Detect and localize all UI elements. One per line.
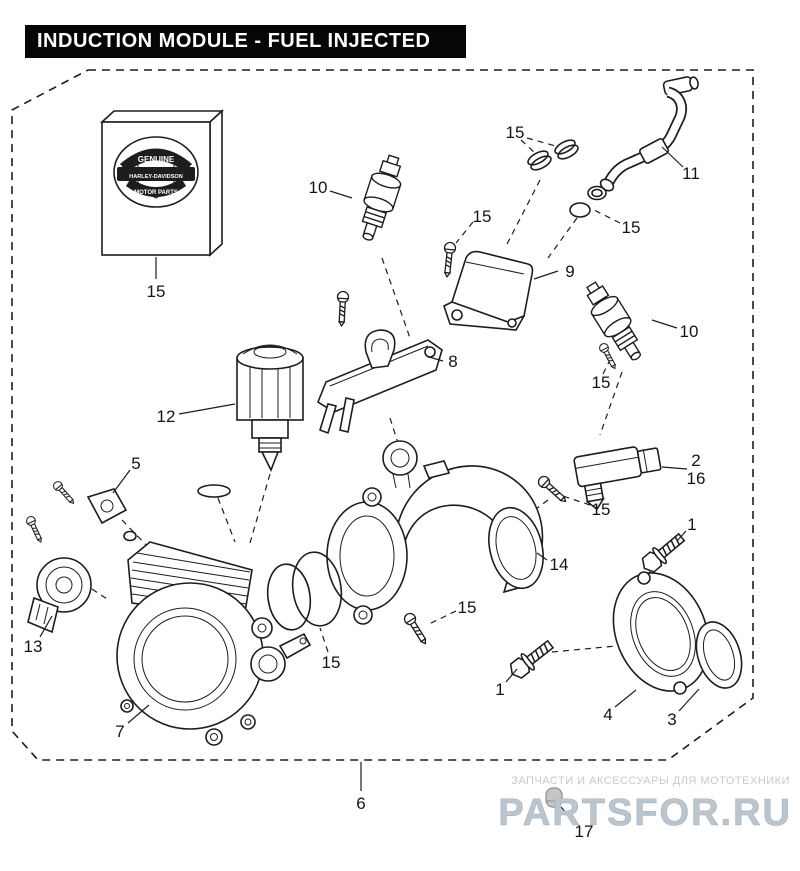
- manifold-orings: [266, 551, 343, 631]
- mounting-flange: [612, 571, 710, 695]
- callout-5: 5: [131, 454, 140, 473]
- callout-9: 9: [565, 262, 574, 281]
- callout-15-injector: 15: [592, 373, 611, 392]
- callout-15-screw9: 15: [473, 207, 492, 226]
- page-title: INDUCTION MODULE - FUEL INJECTED: [25, 25, 466, 58]
- watermark-line2: PARTSFOR.RU: [498, 792, 792, 834]
- retainer-clips: [527, 139, 579, 171]
- cover-screw: [440, 241, 457, 279]
- hose-seals: [569, 185, 607, 218]
- injector-screw: [597, 341, 620, 372]
- callout-10-right: 10: [680, 322, 699, 341]
- fuel-injector-right: [577, 276, 651, 368]
- callout-15-map: 15: [592, 500, 611, 519]
- callout-13: 13: [24, 637, 43, 656]
- logo-motor-parts-text: MOTOR PARTS: [134, 190, 178, 196]
- fuel-injector-top: [352, 151, 409, 245]
- callout-12: 12: [157, 407, 176, 426]
- callout-15-clips: 15: [506, 123, 525, 142]
- watermark: ЗАПЧАСТИ И АКСЕССУАРЫ ДЛЯ МОТОТЕХНИКИ PA…: [498, 775, 792, 834]
- callout-4: 4: [603, 705, 612, 724]
- fuel-hose: [599, 76, 699, 192]
- leader-lines: [39, 146, 700, 824]
- callout-10-top: 10: [309, 178, 328, 197]
- callout-6: 6: [356, 794, 365, 813]
- callout-1-right: 1: [687, 515, 696, 534]
- intake-manifold: [326, 440, 544, 625]
- callout-1-left: 1: [495, 680, 504, 699]
- callout-15-oring: 15: [622, 218, 641, 237]
- tps-sensor: [27, 557, 92, 634]
- logo-brand-text: HARLEY-DAVIDSON: [129, 174, 183, 180]
- mid-screw: [401, 610, 431, 648]
- map-screw: [535, 473, 570, 507]
- callout-14: 14: [550, 555, 569, 574]
- callout-8: 8: [448, 352, 457, 371]
- module-dashed-border: [11, 69, 754, 761]
- injector-bracket: [317, 329, 443, 435]
- callout-15-mid: 15: [458, 598, 477, 617]
- callout-15-orings: 15: [322, 653, 341, 672]
- callout-7: 7: [115, 722, 124, 741]
- iac-valve: [197, 344, 304, 498]
- sensor-5: [86, 488, 137, 542]
- callout-11: 11: [682, 164, 700, 183]
- bracket-screw: [335, 290, 350, 327]
- callouts: 15 10 15 11 15 15 9 10 8 15 12 5 2 16 15…: [24, 123, 706, 841]
- injector-cover: [443, 250, 534, 331]
- flange-seal: [695, 621, 743, 689]
- throttle-body: [116, 541, 312, 746]
- tps-screw: [24, 514, 46, 545]
- callout-3: 3: [667, 710, 676, 729]
- callout-17: 17: [575, 822, 594, 841]
- callout-15-box: 15: [147, 282, 166, 301]
- map-sensor: [573, 446, 662, 511]
- logo-genuine-text: GENUINE: [138, 155, 175, 164]
- callout-2: 2: [691, 451, 700, 470]
- sensor5-screw: [51, 479, 78, 507]
- cap-17: [545, 787, 563, 808]
- callout-16: 16: [687, 469, 706, 488]
- parts-box: GENUINE HARLEY-DAVIDSON MOTOR PARTS: [99, 109, 225, 257]
- flange-bolt-left: [505, 635, 558, 683]
- watermark-line1: ЗАПЧАСТИ И АКСЕССУАРЫ ДЛЯ МОТОТЕХНИКИ: [511, 775, 790, 787]
